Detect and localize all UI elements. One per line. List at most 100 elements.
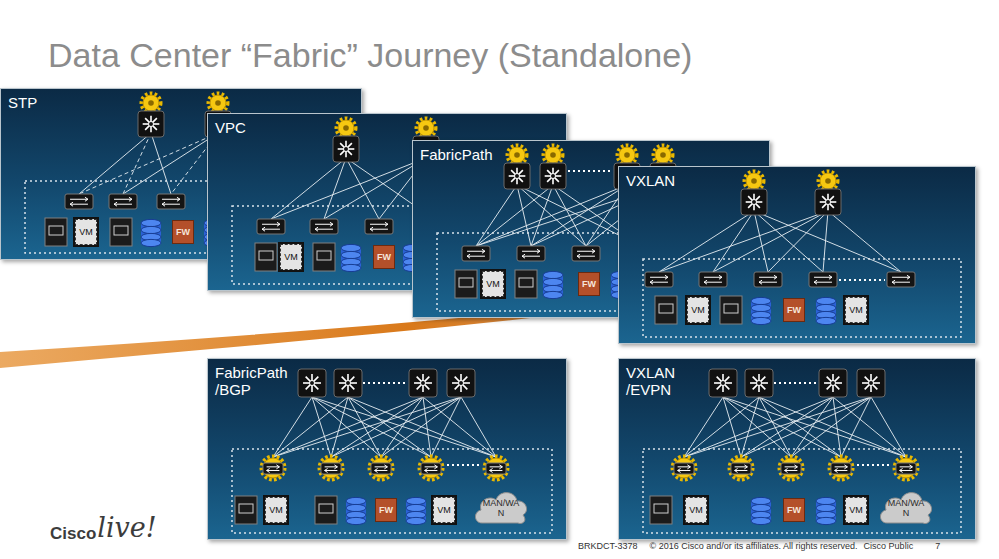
firewall-box: FW (783, 298, 805, 322)
switch-star (306, 377, 319, 390)
switch-star (753, 194, 755, 211)
gear-teeth (370, 457, 393, 480)
fabric-boundary (643, 449, 961, 533)
gear-teeth (618, 146, 637, 165)
storage-disk (543, 291, 563, 298)
switch-arrow (490, 468, 503, 472)
switch-arrow (162, 197, 180, 201)
storage-disk (341, 251, 361, 258)
fabric-link (659, 211, 754, 272)
icon-label: VM (689, 505, 703, 515)
server (110, 218, 132, 246)
icon-label: VM (79, 227, 93, 237)
session-code: BRKDCT-3378 (578, 541, 638, 551)
switch-star (862, 382, 880, 384)
storage-disk (543, 271, 563, 278)
icon-label: VM (284, 252, 298, 262)
leaf-switch (699, 272, 727, 287)
fabric-link (381, 397, 423, 457)
switch-arrow (114, 202, 132, 206)
topology-panel: VXLANVMFWVM (618, 166, 976, 344)
switch-arrow (678, 465, 691, 469)
switch-arrow (114, 197, 132, 201)
switch-star (511, 170, 523, 182)
switch-star (746, 201, 763, 203)
switch-star (717, 377, 730, 390)
fabric-link (312, 397, 431, 457)
switch-star (511, 170, 523, 182)
topology-panel: VXLAN /EVPNVMFWVMMAN/WAN (618, 358, 976, 540)
switch-star (547, 170, 559, 182)
switch-star (714, 382, 732, 384)
storage-disk (346, 511, 366, 518)
switch-star (748, 196, 760, 208)
switch-star (750, 382, 768, 384)
gear-body (143, 95, 159, 111)
fabric-link (768, 211, 828, 272)
storage-disk (406, 504, 426, 511)
storage-disk (751, 517, 771, 524)
fabric-link (833, 397, 841, 457)
switch-arrow (315, 227, 333, 231)
fabric-link (476, 185, 517, 246)
icon-label: VM (269, 505, 283, 515)
leaf-switch (781, 463, 801, 474)
panel-heading: FabricPath /BGP (215, 364, 299, 398)
fabric-link (741, 397, 833, 457)
switch-star-hub (310, 381, 315, 386)
switch-arrow (425, 465, 438, 469)
switch-arrow (577, 254, 595, 258)
storage-disk (816, 497, 836, 504)
server-panel (114, 226, 128, 235)
gear-hub (423, 125, 429, 131)
fabric-link (823, 211, 828, 272)
fabric-link (531, 185, 553, 246)
switch-arrow (70, 197, 88, 201)
leaf-switch (321, 463, 341, 474)
switch-star (722, 374, 724, 392)
firewall-box: FW (172, 220, 194, 244)
fabric-link (754, 211, 768, 272)
storage-disk (816, 311, 836, 318)
switch-arrow (325, 465, 338, 469)
fabric-link (754, 211, 901, 272)
gear-hub (681, 465, 688, 472)
icon-label: FW (787, 305, 801, 315)
copyright-note: © 2016 Cisco and/or its affiliates. All … (650, 541, 858, 551)
fabric-link (273, 397, 461, 457)
gear-body (509, 147, 525, 163)
storage-disk (406, 511, 426, 518)
gear-body (619, 147, 635, 163)
fabric-link (271, 158, 346, 219)
icon-label: MAN/WAN (886, 494, 926, 518)
server (315, 496, 337, 524)
gear-teeth (830, 457, 853, 480)
switch-star (820, 201, 837, 203)
fabric-link (348, 397, 381, 457)
gear-teeth (508, 146, 527, 165)
gear-teeth (142, 94, 161, 113)
server-panel (459, 278, 473, 287)
gear-teeth (420, 457, 443, 480)
leaf-switch (65, 194, 93, 209)
leaf-switch (731, 463, 751, 474)
switch-arrow (490, 465, 503, 469)
fabric-link (431, 397, 461, 457)
gear-teeth (417, 119, 436, 138)
gear-body (674, 458, 694, 478)
wan-cloud: MAN/WAN (877, 483, 935, 529)
cloud-outline (880, 493, 931, 524)
server (655, 296, 677, 324)
logo-word: Cisco (50, 524, 96, 544)
fabric-link (331, 397, 423, 457)
storage-disk (141, 226, 161, 233)
storage (543, 275, 563, 295)
icon-label: VM (849, 305, 863, 315)
switch-star (143, 123, 160, 125)
fabric-link (312, 397, 496, 457)
gear-teeth (209, 94, 228, 113)
gear-teeth (654, 146, 673, 165)
vm-box: VM (845, 297, 867, 323)
gear-hub (825, 178, 831, 184)
fabric-link (517, 185, 531, 246)
